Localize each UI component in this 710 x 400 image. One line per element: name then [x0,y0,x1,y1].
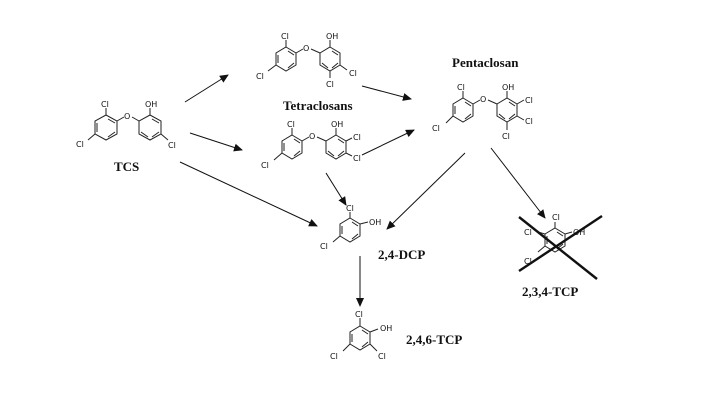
arrow-pentaclosan-to-dcp [386,152,466,230]
tcp234-cl-label: Cl [524,228,532,237]
tetraclosan-b-cl-label: Cl [287,120,295,129]
tetraclosan-a-oh-label: OH [326,32,338,41]
tetraclosan-structure-b: O Cl OH Cl Cl Cl [261,120,361,170]
tcp246-cl-label: Cl [355,310,363,319]
tcp246-label: 2,4,6-TCP [406,332,462,347]
dcp-structure: Cl OH Cl [320,204,381,251]
tcs-o-label: O [124,112,130,121]
tetraclosan-b-cl-label: Cl [353,133,361,142]
tetraclosan-b-o-label: O [309,132,315,141]
pentaclosan-o-label: O [480,95,486,104]
tcp246-cl-label: Cl [330,352,338,361]
tetraclosan-structure-a: O Cl OH Cl Cl Cl [256,32,357,89]
tcp234-cl-label: Cl [552,213,560,222]
tetraclosan-a-cl-label: Cl [326,80,334,89]
tcp234-cl-label: Cl [524,257,532,266]
tcp234-cross-mark [518,214,603,280]
tetraclosan-a-o-label: O [303,44,309,53]
tcs-cl-label: Cl [101,100,109,109]
arrow-tcs-to-tetraclosan-a [184,74,229,103]
tetraclosan-a-cl-label: Cl [256,72,264,81]
tcp234-structure: Cl Cl OH Cl [524,213,585,266]
pentaclosan-cl-label: Cl [457,83,465,92]
arrow-tetraclosan-b-to-pentaclosan [361,129,415,156]
tetraclosan-a-cl-label: Cl [349,69,357,78]
tcp246-structure: Cl OH Cl Cl [330,310,392,361]
tcs-label: TCS [114,159,139,174]
tetraclosan-a-cl-label: Cl [281,32,289,41]
tcp246-cl-label: Cl [378,352,386,361]
tetraclosan-b-cl-label: Cl [353,154,361,163]
reaction-arrows [179,74,546,307]
pentaclosan-label: Pentaclosan [452,55,519,70]
arrow-tetraclosan-a-to-pentaclosan [361,85,412,101]
tcs-structure: O Cl OH Cl Cl [76,100,176,150]
pentaclosan-cl-label: Cl [525,117,533,126]
pentaclosan-cl-label: Cl [502,132,510,141]
dcp-cl-label: Cl [346,204,354,213]
tetraclosan-b-cl-label: Cl [261,161,269,170]
tcp234-label: 2,3,4-TCP [522,284,578,299]
tcs-oh-label: OH [145,100,157,109]
pentaclosan-cl-label: Cl [432,124,440,133]
tetraclosans-label: Tetraclosans [283,98,353,113]
dcp-oh-label: OH [369,218,381,227]
pentaclosan-cl-label: Cl [525,96,533,105]
tcp246-oh-label: OH [380,324,392,333]
dcp-label: 2,4-DCP [378,247,425,262]
tcs-cl-label: Cl [76,140,84,149]
tetraclosan-b-oh-label: OH [331,120,343,129]
arrow-tcs-to-tetraclosan-b [189,132,243,152]
dcp-cl-label: Cl [320,242,328,251]
arrow-tetraclosan-b-to-dcp [325,172,347,206]
pentaclosan-oh-label: OH [502,83,514,92]
tcs-cl-label: Cl [168,141,176,150]
arrow-tcs-to-dcp [179,161,318,227]
arrow-pentaclosan-to-tcp234 [490,147,546,219]
pentaclosan-structure: O Cl OH Cl Cl Cl Cl [432,83,533,141]
